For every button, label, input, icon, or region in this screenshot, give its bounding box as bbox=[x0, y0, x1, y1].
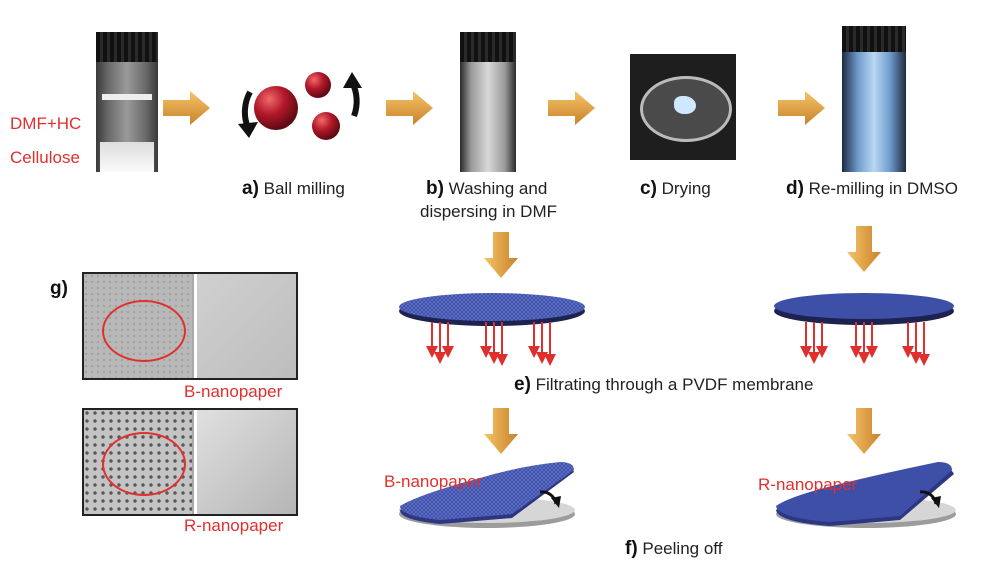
step-f-text: Peeling off bbox=[642, 539, 723, 558]
panel-g-top-photo bbox=[82, 272, 298, 380]
peeling-r-nanopaper bbox=[776, 462, 956, 528]
down-arrow-d-2 bbox=[847, 408, 881, 454]
panel-g-bottom-caption: R-nanopaper bbox=[184, 516, 284, 535]
step-g-label: g) bbox=[50, 278, 68, 300]
filtrate-arrows-d bbox=[800, 322, 930, 366]
step-d-text: Re-milling in DMSO bbox=[808, 179, 958, 198]
step-d-letter: d) bbox=[786, 178, 804, 199]
step-e-label: e) Filtrating through a PVDF membrane bbox=[514, 374, 813, 396]
step-b-text-2: dispersing in DMF bbox=[420, 202, 557, 221]
process-arrow-2 bbox=[386, 91, 433, 125]
vial-photo-dmf-hc bbox=[96, 32, 158, 172]
panel-g-bottom-photo bbox=[82, 408, 298, 516]
step-d-label: d) Re-milling in DMSO bbox=[786, 178, 958, 200]
vial-photo-dmso bbox=[842, 26, 906, 172]
membrane-b bbox=[399, 293, 585, 326]
step-a-text: Ball milling bbox=[263, 179, 345, 198]
b-nanopaper-label: B-nanopaper bbox=[384, 472, 483, 491]
step-a-letter: a) bbox=[242, 178, 259, 199]
down-arrow-b-1 bbox=[484, 232, 518, 278]
step-g-letter: g) bbox=[50, 278, 68, 299]
down-arrow-d-1 bbox=[847, 226, 881, 272]
step-c-text: Drying bbox=[661, 179, 711, 198]
peeling-b-nanopaper bbox=[399, 462, 575, 528]
input-label-cellulose: Cellulose bbox=[10, 148, 80, 167]
petri-dish-photo bbox=[630, 54, 736, 160]
process-arrow-3 bbox=[548, 91, 595, 125]
membrane-d bbox=[774, 293, 954, 325]
r-nanopaper-label: R-nanopaper bbox=[758, 475, 858, 494]
input-label-dmf-hc: DMF+HC bbox=[10, 114, 82, 133]
filtrate-arrows-b bbox=[426, 322, 556, 366]
ball-milling-icon bbox=[238, 72, 362, 140]
process-arrow-4 bbox=[778, 91, 825, 125]
panel-g-top-caption: B-nanopaper bbox=[184, 382, 283, 401]
step-b-text-1: Washing and bbox=[448, 179, 548, 198]
step-c-letter: c) bbox=[640, 178, 657, 199]
step-e-text: Filtrating through a PVDF membrane bbox=[535, 375, 814, 394]
vial-photo-dmf-dispersion bbox=[460, 32, 516, 172]
step-f-letter: f) bbox=[625, 538, 638, 559]
step-f-label: f) Peeling off bbox=[625, 538, 722, 560]
down-arrow-b-2 bbox=[484, 408, 518, 454]
step-b-label: b) Washing and bbox=[426, 178, 547, 200]
process-arrow-1 bbox=[163, 91, 210, 125]
step-b-letter: b) bbox=[426, 178, 444, 199]
step-c-label: c) Drying bbox=[640, 178, 711, 200]
step-a-label: a) Ball milling bbox=[242, 178, 345, 200]
step-e-letter: e) bbox=[514, 374, 531, 395]
